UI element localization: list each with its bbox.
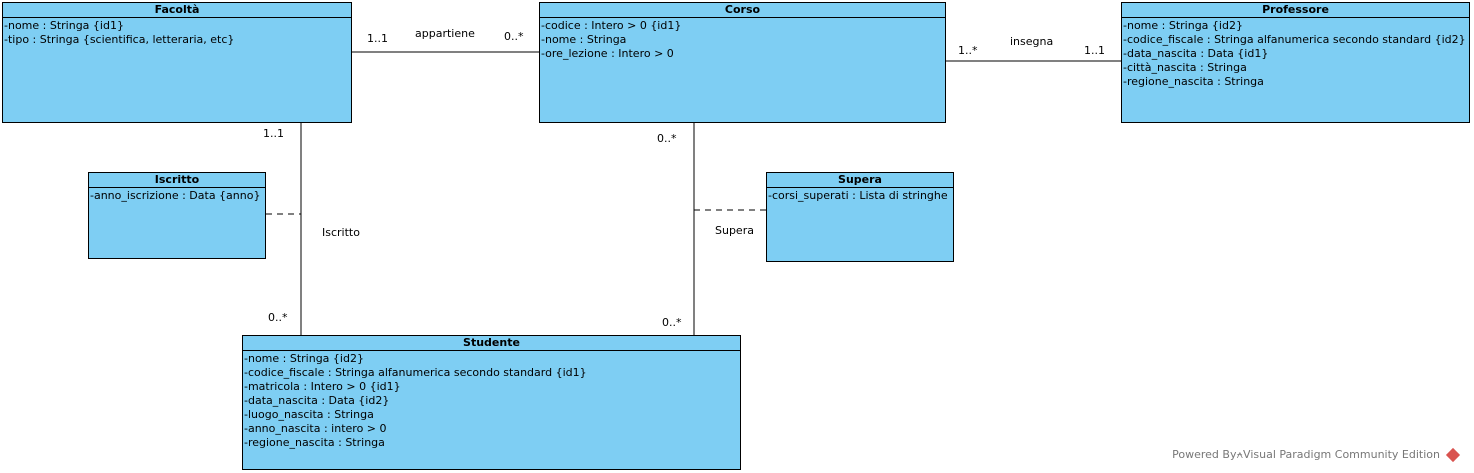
association-class-iscritto-title: Iscritto xyxy=(89,173,265,188)
insegna-mult-left: 1..* xyxy=(958,44,978,57)
powered-by-footer: Powered By⍲Visual Paradigm Community Edi… xyxy=(1172,447,1461,463)
entity-facolta[interactable]: Facoltà -nome : Stringa {id1} -tipo : St… xyxy=(2,2,352,123)
entity-professore[interactable]: Professore -nome : Stringa {id2} -codice… xyxy=(1121,2,1470,123)
attribute: -luogo_nascita : Stringa xyxy=(244,408,374,421)
footer-text: Powered By⍲Visual Paradigm Community Edi… xyxy=(1172,448,1440,461)
visual-paradigm-logo-icon xyxy=(1445,447,1461,463)
attribute: -ore_lezione : Intero > 0 xyxy=(541,47,674,60)
attribute: -tipo : Stringa {scientifica, letteraria… xyxy=(4,33,235,46)
entity-corso-title: Corso xyxy=(540,3,945,18)
insegna-label: insegna xyxy=(1010,35,1054,48)
attribute: -nome : Stringa xyxy=(541,33,627,46)
attribute: -anno_nascita : intero > 0 xyxy=(244,422,387,435)
attribute: -anno_iscrizione : Data {anno} xyxy=(90,189,261,202)
supera-mult-top: 0..* xyxy=(657,132,677,145)
entity-studente[interactable]: Studente -nome : Stringa {id2} -codice_f… xyxy=(242,335,741,470)
attribute: -nome : Stringa {id1} xyxy=(4,19,124,32)
attribute: -codice_fiscale : Stringa alfanumerica s… xyxy=(1123,33,1466,46)
iscritto-mult-top: 1..1 xyxy=(263,127,284,140)
attribute: -nome : Stringa {id2} xyxy=(1123,19,1243,32)
appartiene-mult-right: 0..* xyxy=(504,30,524,43)
supera-mult-bottom: 0..* xyxy=(662,316,682,329)
association-class-supera-title: Supera xyxy=(767,173,953,188)
attribute: -città_nascita : Stringa xyxy=(1123,61,1247,74)
entity-corso[interactable]: Corso -codice : Intero > 0 {id1} -nome :… xyxy=(539,2,946,123)
attribute: -codice : Intero > 0 {id1} xyxy=(541,19,682,32)
attribute: -data_nascita : Data {id1} xyxy=(1123,47,1269,60)
entity-facolta-title: Facoltà xyxy=(3,3,351,18)
appartiene-mult-left: 1..1 xyxy=(367,32,388,45)
entity-professore-title: Professore xyxy=(1122,3,1469,18)
entity-studente-title: Studente xyxy=(243,336,740,351)
insegna-mult-right: 1..1 xyxy=(1084,44,1105,57)
association-class-supera[interactable]: Supera -corsi_superati : Lista di string… xyxy=(766,172,954,262)
attribute: -regione_nascita : Stringa xyxy=(244,436,385,449)
attribute: -corsi_superati : Lista di stringhe xyxy=(768,189,948,202)
attribute: -nome : Stringa {id2} xyxy=(244,352,364,365)
attribute: -data_nascita : Data {id2} xyxy=(244,394,390,407)
attribute: -codice_fiscale : Stringa alfanumerica s… xyxy=(244,366,587,379)
attribute: -matricola : Intero > 0 {id1} xyxy=(244,380,401,393)
appartiene-label: appartiene xyxy=(415,27,475,40)
attribute: -regione_nascita : Stringa xyxy=(1123,75,1264,88)
iscritto-mult-bottom: 0..* xyxy=(268,311,288,324)
supera-label: Supera xyxy=(715,224,754,237)
iscritto-label: Iscritto xyxy=(322,226,360,239)
association-class-iscritto[interactable]: Iscritto -anno_iscrizione : Data {anno} xyxy=(88,172,266,259)
